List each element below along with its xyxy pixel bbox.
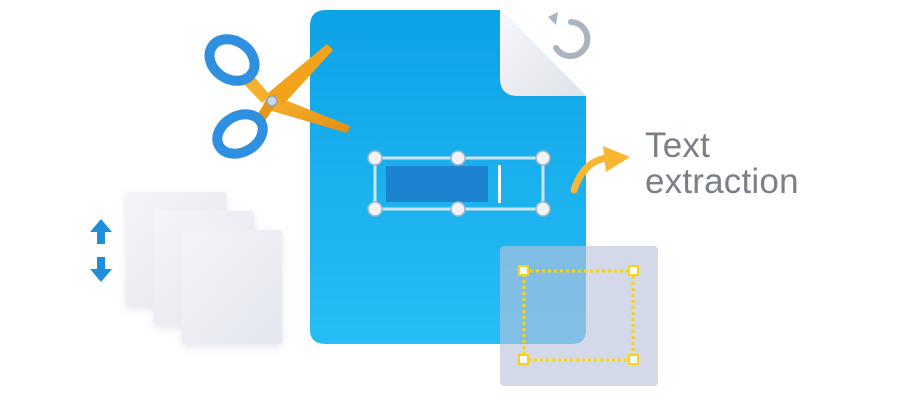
up-arrow-icon — [90, 219, 112, 244]
text-cursor — [498, 165, 501, 203]
page-sheet-front — [182, 230, 282, 344]
rotate-icon — [548, 12, 591, 59]
text-selection-box — [367, 150, 551, 217]
crop-dotted-frame — [522, 269, 635, 362]
caption-line-1: Text — [645, 126, 710, 165]
up-down-arrows-icon — [90, 219, 112, 282]
scissors-blade-lower — [268, 44, 333, 106]
scissors-pivot — [266, 95, 278, 107]
selected-text-highlight — [386, 166, 488, 202]
caption-line-2: extraction — [645, 162, 799, 201]
scissors-icon — [204, 34, 350, 159]
scissors-handle-top — [204, 34, 260, 86]
curved-arrow-icon — [570, 146, 630, 194]
down-arrow-icon — [90, 257, 112, 282]
pages-stack-icon — [126, 192, 282, 344]
crop-selection-box — [500, 246, 658, 386]
document-fold — [500, 10, 586, 96]
selection-handles — [367, 150, 551, 217]
crop-handles — [518, 265, 639, 365]
feature-caption: Text extraction — [645, 128, 885, 200]
crop-overlay — [500, 246, 658, 386]
scissors-handle-bottom — [212, 109, 268, 159]
